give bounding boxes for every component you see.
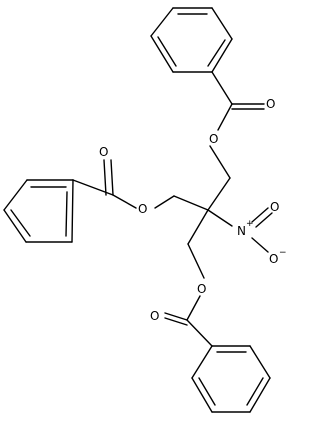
- top-ester-group: [209, 71, 265, 179]
- nitro-nitrogen-label: N: [237, 224, 246, 238]
- atom-labels: O O O O N + O O − O O: [99, 97, 287, 323]
- bottom-ester-group: [164, 295, 213, 347]
- central-core: [154, 177, 233, 279]
- nitro-oxygen-charge: −: [279, 248, 287, 258]
- left-benzene-ring: [3, 179, 74, 243]
- top-benzene-ring: [150, 7, 233, 73]
- bottom-carbonyl-oxygen-label: O: [150, 309, 159, 323]
- nitro-group: [251, 207, 273, 253]
- nitro-nitrogen-charge: +: [246, 219, 254, 229]
- nitro-single-oxygen-label: O: [269, 252, 278, 266]
- left-ester-group: [72, 159, 137, 209]
- top-carbonyl-oxygen-label: O: [266, 97, 275, 111]
- top-ester-oxygen-label: O: [209, 132, 218, 146]
- nitro-double-oxygen-label: O: [270, 200, 279, 214]
- structure-diagram: O O O O N + O O − O O: [3, 7, 287, 413]
- molecule-drawing: O O O O N + O O − O O: [3, 7, 287, 413]
- bottom-ester-oxygen-label: O: [197, 282, 206, 296]
- left-carbonyl-oxygen-label: O: [99, 145, 108, 159]
- left-ester-oxygen-label: O: [138, 202, 147, 216]
- bottom-benzene-ring: [191, 345, 271, 413]
